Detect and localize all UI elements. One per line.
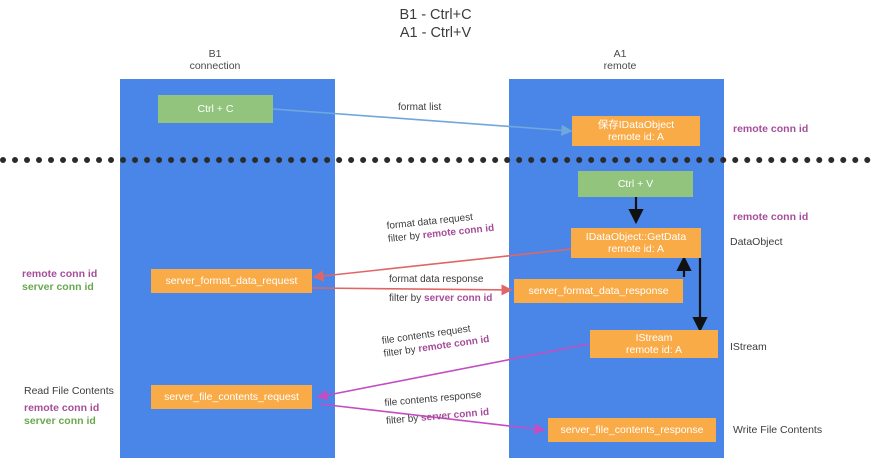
column-header-a1-role: remote <box>603 60 637 72</box>
arrow-format-data-response <box>311 284 513 296</box>
column-header-b1-name: B1 <box>208 48 222 60</box>
title-line-1: B1 - Ctrl+C <box>399 7 472 23</box>
filter-key-server-conn-id: server conn id <box>424 293 493 304</box>
page-title: B1 - Ctrl+C A1 - Ctrl+V <box>0 6 871 42</box>
edge-label-format-data-response: format data response filter by server co… <box>389 273 492 305</box>
filter-prefix: filter by <box>389 293 425 304</box>
node-server-format-data-response-label: server_format_data_response <box>528 284 669 297</box>
annotation-right-top-remote-conn-id: remote conn id <box>733 123 809 135</box>
annotation-left-bot-remote-conn-id: remote conn id <box>24 402 100 414</box>
node-server-file-contents-request[interactable]: server_file_contents_request <box>151 385 312 409</box>
node-getdata-line2: remote id: A <box>607 243 665 255</box>
filter-prefix: filter by <box>387 230 424 245</box>
annotation-right-istream: IStream <box>730 341 767 353</box>
node-server-file-contents-response-label: server_file_contents_response <box>560 423 704 436</box>
annotation-left-mid-server-conn-id: server conn id <box>22 281 94 293</box>
node-istream-line1: IStream <box>635 331 673 344</box>
arrow-format-list <box>272 108 573 136</box>
node-server-format-data-request-label: server_format_data_request <box>165 274 298 287</box>
edge-label-format-data-response-filter: filter by server conn id <box>389 292 492 305</box>
column-header-b1: B1 connection <box>150 48 280 72</box>
filter-prefix: filter by <box>385 412 422 427</box>
edge-label-format-list: format list <box>398 102 442 113</box>
annotation-right-mid-remote-conn-id: remote conn id <box>733 211 809 223</box>
node-ctrl-v-label: Ctrl + V <box>617 177 654 190</box>
node-getdata-line1: IDataObject::GetData <box>585 230 687 243</box>
column-header-a1: A1 remote <box>555 48 685 72</box>
edge-label-format-data-response-line1: format data response <box>389 274 484 285</box>
arrow-file-contents-response <box>319 403 546 435</box>
annotation-right-dataobject: DataObject <box>730 236 783 248</box>
column-header-a1-name: A1 <box>613 48 627 60</box>
annotation-left-mid-remote-conn-id: remote conn id <box>22 268 98 280</box>
node-getdata[interactable]: IDataObject::GetData remote id: A <box>571 228 701 258</box>
node-server-file-contents-response[interactable]: server_file_contents_response <box>548 418 716 442</box>
annotation-left-bot-server-conn-id: server conn id <box>24 415 96 427</box>
arrow-format-data-request <box>312 248 573 282</box>
node-istream[interactable]: IStream remote id: A <box>590 330 718 358</box>
annotation-left-read-file-contents: Read File Contents <box>24 385 114 397</box>
annotation-right-write-file-contents: Write File Contents <box>733 424 823 436</box>
node-istream-line2: remote id: A <box>625 344 683 356</box>
column-header-b1-role: connection <box>189 60 241 72</box>
node-save-idataobject-line2: remote id: A <box>607 131 665 143</box>
title-line-2: A1 - Ctrl+V <box>399 25 472 41</box>
node-server-format-data-response[interactable]: server_format_data_response <box>514 279 683 303</box>
node-save-idataobject[interactable]: 保存IDataObject remote id: A <box>572 116 700 146</box>
node-ctrl-c[interactable]: Ctrl + C <box>158 95 273 123</box>
arrow-file-contents-request <box>316 343 590 401</box>
node-ctrl-v[interactable]: Ctrl + V <box>578 171 693 197</box>
node-server-format-data-request[interactable]: server_format_data_request <box>151 269 312 293</box>
node-save-idataobject-line1: 保存IDataObject <box>597 118 675 131</box>
node-server-file-contents-request-label: server_file_contents_request <box>164 390 299 403</box>
node-ctrl-c-label: Ctrl + C <box>197 102 234 115</box>
phase-divider <box>0 157 871 163</box>
